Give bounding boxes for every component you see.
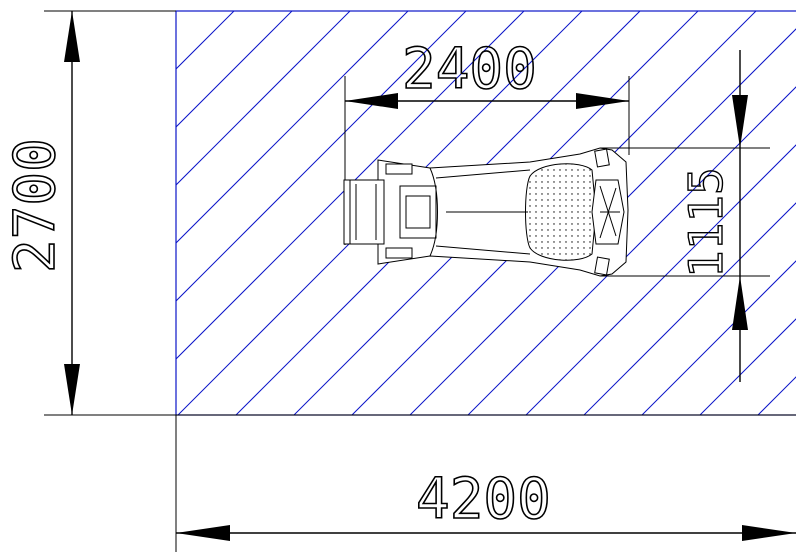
hatch-line bbox=[525, 144, 796, 415]
dimension-label-4200: 4200 bbox=[416, 467, 551, 532]
hatch-line bbox=[641, 260, 796, 415]
dimension-label-2400: 2400 bbox=[402, 37, 537, 102]
hatch-line bbox=[176, 11, 525, 360]
dimension-label-2700: 2700 bbox=[3, 138, 68, 273]
hatch-line bbox=[176, 11, 467, 302]
hatch-line bbox=[176, 11, 293, 128]
dimension-2700: 2700 bbox=[2, 11, 80, 415]
dimension-label-1115: 1115 bbox=[679, 167, 733, 278]
dimension-1115: 1115 bbox=[678, 50, 748, 382]
dimension-4200: 4200 bbox=[176, 466, 796, 541]
hatch-line bbox=[583, 202, 796, 415]
dimension-2400: 2400 bbox=[345, 36, 629, 109]
hatch-line bbox=[699, 318, 796, 415]
hatch-line bbox=[757, 376, 796, 415]
hatch-line bbox=[467, 86, 796, 415]
hatch-line bbox=[176, 11, 351, 186]
extension-lines bbox=[44, 10, 796, 552]
hatch-line bbox=[176, 11, 409, 244]
equipment-top-view bbox=[343, 147, 629, 277]
